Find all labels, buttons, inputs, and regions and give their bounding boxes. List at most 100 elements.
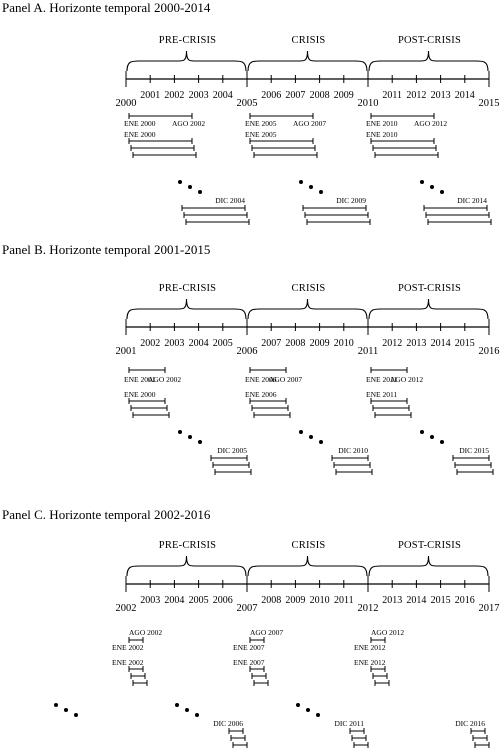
window-end-label: AGO 2012	[371, 628, 404, 637]
minor-year-label: 2010	[334, 338, 354, 349]
minor-year-label: 2012	[382, 338, 402, 349]
phase-brace	[368, 298, 489, 320]
minor-year-label: 2002	[164, 90, 184, 101]
major-year-label: 2005	[237, 98, 258, 109]
ellipsis-dot	[306, 708, 310, 712]
major-year-label: 2006	[237, 346, 258, 357]
window-start-label: ENE 2005	[245, 130, 277, 139]
window-last-label: DIC 2006	[213, 719, 243, 728]
ellipsis-dot	[440, 190, 444, 194]
ellipsis-dot	[175, 703, 179, 707]
phase-brace	[126, 298, 247, 320]
window-start-label: ENE 2007	[233, 643, 265, 652]
phase-label: POST-CRISIS	[398, 283, 461, 294]
ellipsis-dot	[185, 708, 189, 712]
panel-a: Panel A. Horizonte temporal 2000-2014PRE…	[2, 0, 500, 225]
minor-year-label: 2002	[140, 338, 160, 349]
panel-b: Panel B. Horizonte temporal 2001-2015PRE…	[2, 242, 500, 475]
ellipsis-dot	[430, 185, 434, 189]
major-year-label: 2017	[479, 603, 500, 614]
phase-brace	[126, 50, 247, 72]
minor-year-label: 2004	[213, 90, 233, 101]
window-start-label: ENE 2006	[245, 375, 277, 384]
minor-year-label: 2009	[285, 595, 305, 606]
ellipsis-dot	[198, 440, 202, 444]
major-year-label: 2001	[116, 346, 137, 357]
panel-title: Panel A. Horizonte temporal 2000-2014	[2, 0, 211, 15]
ellipsis-dot	[420, 430, 424, 434]
window-start-label: ENE 2010	[366, 130, 398, 139]
minor-year-label: 2003	[140, 595, 160, 606]
ellipsis-dot	[299, 180, 303, 184]
phase-label: CRISIS	[292, 35, 326, 46]
panel-title: Panel B. Horizonte temporal 2001-2015	[2, 242, 210, 257]
ellipsis-dot	[296, 703, 300, 707]
major-year-label: 2002	[116, 603, 137, 614]
minor-year-label: 2001	[140, 90, 160, 101]
window-end-label: AGO 2012	[390, 375, 423, 384]
phase-brace	[247, 298, 368, 320]
minor-year-label: 2013	[382, 595, 402, 606]
ellipsis-dot	[54, 703, 58, 707]
window-end-label: AGO 2002	[129, 628, 162, 637]
minor-year-label: 2003	[164, 338, 184, 349]
minor-year-label: 2006	[213, 595, 233, 606]
phase-label: CRISIS	[292, 540, 326, 551]
window-last-label: DIC 2015	[459, 446, 489, 455]
ellipsis-dot	[440, 440, 444, 444]
ellipsis-dot	[319, 440, 323, 444]
major-year-label: 2010	[358, 98, 379, 109]
window-start-label: ENE 2010	[366, 119, 398, 128]
ellipsis-dot	[178, 430, 182, 434]
window-start-label: ENE 2000	[124, 390, 156, 399]
window-last-label: DIC 2014	[457, 196, 487, 205]
phase-brace	[126, 555, 247, 577]
minor-year-label: 2008	[310, 90, 330, 101]
window-last-label: DIC 2005	[217, 446, 247, 455]
minor-year-label: 2008	[285, 338, 305, 349]
phase-label: CRISIS	[292, 283, 326, 294]
minor-year-label: 2004	[189, 338, 209, 349]
minor-year-label: 2015	[455, 338, 475, 349]
phase-label: POST-CRISIS	[398, 540, 461, 551]
window-end-label: AGO 2007	[269, 375, 302, 384]
ellipsis-dot	[195, 713, 199, 717]
window-start-label: ENE 2000	[124, 130, 156, 139]
ellipsis-dot	[64, 708, 68, 712]
minor-year-label: 2016	[455, 595, 475, 606]
window-end-label: AGO 2002	[148, 375, 181, 384]
window-last-label: DIC 2010	[338, 446, 368, 455]
window-end-label: AGO 2007	[293, 119, 326, 128]
window-start-label: ENE 2005	[245, 119, 277, 128]
panel-title: Panel C. Horizonte temporal 2002-2016	[2, 507, 211, 522]
window-start-label: ENE 2011	[366, 375, 397, 384]
window-last-label: DIC 2016	[455, 719, 485, 728]
phase-label: PRE-CRISIS	[159, 540, 216, 551]
ellipsis-dot	[74, 713, 78, 717]
window-start-label: ENE 2001	[124, 375, 156, 384]
major-year-label: 2007	[237, 603, 258, 614]
major-year-label: 2012	[358, 603, 379, 614]
minor-year-label: 2004	[164, 595, 184, 606]
minor-year-label: 2005	[213, 338, 233, 349]
minor-year-label: 2012	[406, 90, 426, 101]
phase-label: PRE-CRISIS	[159, 283, 216, 294]
minor-year-label: 2009	[334, 90, 354, 101]
window-start-label: ENE 2007	[233, 658, 265, 667]
minor-year-label: 2011	[382, 90, 402, 101]
phase-brace	[247, 50, 368, 72]
major-year-label: 2016	[479, 346, 500, 357]
ellipsis-dot	[188, 185, 192, 189]
minor-year-label: 2008	[261, 595, 281, 606]
minor-year-label: 2009	[310, 338, 330, 349]
window-start-label: ENE 2006	[245, 390, 277, 399]
minor-year-label: 2014	[455, 90, 475, 101]
ellipsis-dot	[316, 713, 320, 717]
